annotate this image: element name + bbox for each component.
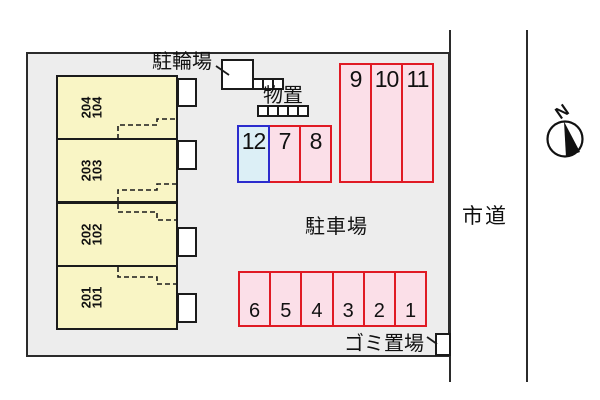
building-unit-204: 204 104 <box>58 77 176 140</box>
parking-lot-label: 駐車場 <box>305 216 368 238</box>
porch-box <box>177 293 197 323</box>
building-unit-203: 203 103 <box>58 140 176 204</box>
bike-rack-cell <box>272 78 284 90</box>
parking-space-6: 6 <box>238 271 272 327</box>
parking-space-5: 5 <box>269 271 303 327</box>
porch-box <box>177 140 197 170</box>
building-unit-202: 202 102 <box>58 204 176 267</box>
city-road-label: 市道 <box>462 205 508 228</box>
parking-space-12: 12 <box>237 125 270 183</box>
compass-north-letter: N <box>552 100 573 123</box>
unit-number-label: 201 101 <box>78 286 105 308</box>
compass-needle <box>564 121 580 157</box>
north-compass: N <box>546 100 584 158</box>
parking-space-10: 10 <box>370 63 403 183</box>
unit-number-label: 202 102 <box>78 223 105 245</box>
unit-number-label: 204 104 <box>78 96 105 118</box>
parking-space-1: 1 <box>393 271 428 327</box>
building-unit-201: 201 101 <box>58 267 176 328</box>
storage-shed-cell <box>297 105 309 117</box>
parking-space-2: 2 <box>362 271 396 327</box>
storage-label: 物置 <box>263 85 303 107</box>
parking-space-7: 7 <box>268 125 301 183</box>
garbage-box <box>435 333 451 356</box>
parking-space-4: 4 <box>300 271 334 327</box>
parking-space-11: 11 <box>401 63 434 183</box>
porch-box <box>177 227 197 257</box>
storage-shed-cells <box>257 105 309 117</box>
bike-rack-cells <box>252 78 284 90</box>
road-edge-line-outer <box>526 30 528 382</box>
parking-space-9: 9 <box>339 63 372 183</box>
road-edge-line-inner <box>449 30 451 382</box>
parking-space-8: 8 <box>299 125 332 183</box>
bicycle-parking-box <box>221 59 254 90</box>
apartment-building: 204 104 203 103 202 102 201 101 <box>56 75 178 330</box>
bicycle-parking-label: 駐輪場 <box>152 51 212 73</box>
unit-number-label: 203 103 <box>78 159 105 181</box>
parking-space-3: 3 <box>331 271 365 327</box>
garbage-area-label: ゴミ置場 <box>344 333 424 355</box>
porch-box <box>177 78 197 107</box>
